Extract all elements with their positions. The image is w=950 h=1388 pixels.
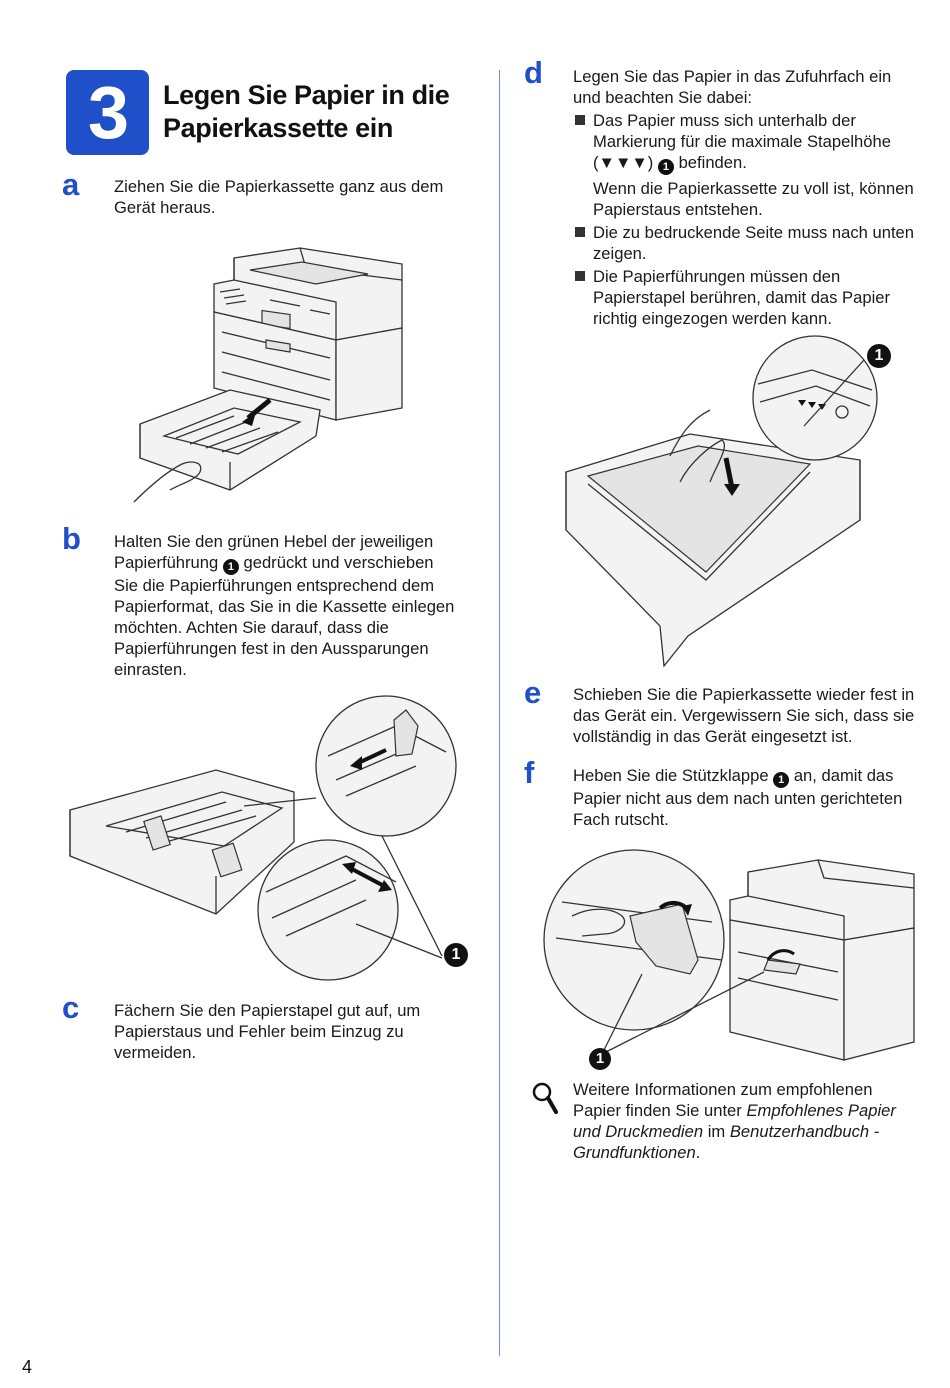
magnifier-icon [532, 1082, 558, 1114]
step-d-text: Legen Sie das Papier in das Zufuhrfach e… [573, 66, 943, 329]
bullet-square-icon [575, 227, 585, 237]
step-letter-d: d [524, 55, 543, 90]
step-e-text: Schieben Sie die Papierkassette wieder f… [573, 685, 915, 746]
bullet-guides-touch: Die Papierführungen müssen den Papiersta… [573, 266, 943, 329]
step-d-bullet-list: Das Papier muss sich unterhalb der Marki… [573, 110, 943, 329]
step-letter-b: b [62, 521, 81, 556]
callout-1-marker-f: 1 [589, 1048, 611, 1070]
page-number: 4 [22, 1357, 33, 1377]
callout-1-icon: 1 [773, 772, 790, 788]
step-f-text: Heben Sie die Stützklappe 1 an, damit da… [573, 766, 903, 829]
callout-1-marker-b: 1 [444, 943, 468, 967]
note-text: Weitere Informationen zum empfohlenen Pa… [573, 1080, 896, 1162]
step-letter-c: c [62, 990, 80, 1025]
step-c-text: Fächern Sie den Papierstapel gut auf, um… [114, 1001, 421, 1062]
step-number-badge: 3 [66, 70, 149, 155]
callout-1-icon: 1 [657, 159, 674, 175]
bullet-side-down: Die zu bedruckende Seite muss nach unten… [573, 222, 943, 264]
illustration-load-paper [565, 335, 878, 668]
illustration-support-flap [543, 849, 915, 1061]
bullet-square-icon [575, 115, 585, 125]
step-letter-f: f [524, 755, 535, 790]
callout-1-marker-d: 1 [867, 344, 891, 368]
illustration-tray-guides [69, 695, 457, 981]
step-letter-e: e [524, 675, 542, 710]
illustration-printer-tray-out [133, 247, 403, 503]
page-title: Legen Sie Papier in die Papierkassette e… [163, 80, 450, 143]
column-divider [499, 70, 500, 1356]
step-a-text: Ziehen Sie die Papierkassette ganz aus d… [114, 177, 444, 217]
bullet-stack-height: Das Papier muss sich unterhalb der Marki… [573, 110, 943, 220]
step-letter-a: a [62, 167, 80, 202]
bullet-square-icon [575, 271, 585, 281]
callout-1-icon: 1 [222, 559, 239, 575]
step-b-text: Halten Sie den grünen Hebel der jeweilig… [114, 532, 455, 679]
